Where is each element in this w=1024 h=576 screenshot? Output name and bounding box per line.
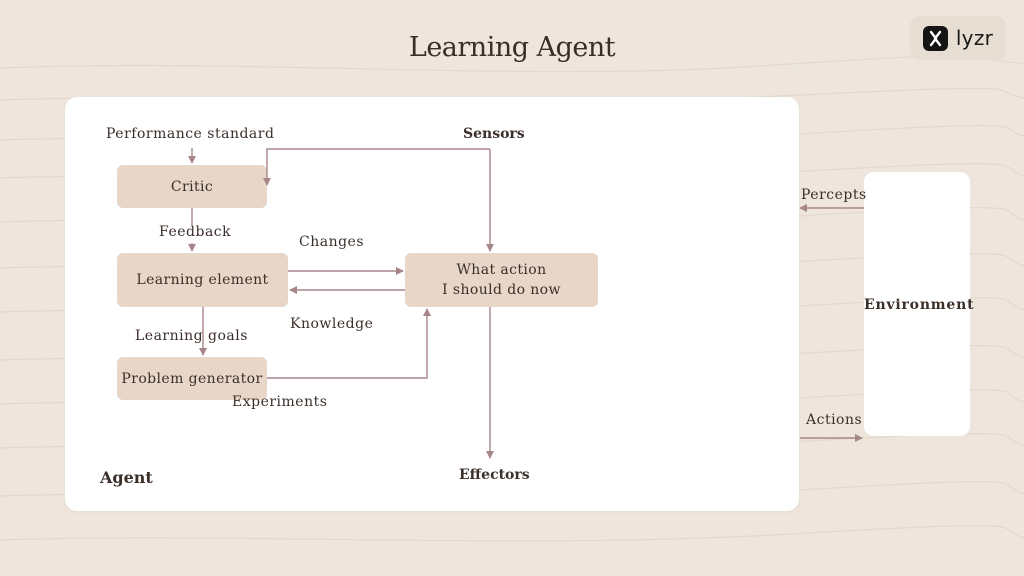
environment-panel [864,172,970,436]
what-action-box: What action I should do now [405,253,598,307]
changes-label: Changes [299,234,365,250]
experiments-label: Experiments [232,394,328,410]
agent-label: Agent [100,468,153,487]
knowledge-label: Knowledge [290,316,374,332]
feedback-label: Feedback [159,224,232,240]
actions-label: Actions [806,412,863,428]
learning-element-label: Learning element [136,272,269,288]
problem-generator-box: Problem generator [117,357,267,400]
percepts-label: Percepts [801,187,867,203]
sensors-label: Sensors [463,126,525,142]
learning-goals-label: Learning goals [135,328,248,344]
logo-text: lyzr [955,26,994,50]
environment-label: Environment [864,297,975,313]
lyzr-logo: lyzr [910,16,1006,60]
arrow-sensors-to-critic [263,148,490,186]
critic-box: Critic [117,165,267,208]
what-action-line1: What action [456,262,547,278]
learning-element-box: Learning element [117,253,288,307]
effectors-label: Effectors [459,467,530,483]
lyzr-logo-icon [922,25,948,51]
arrow-experiments [267,308,431,379]
page-title: Learning Agent [408,32,616,63]
what-action-line2: I should do now [442,282,561,298]
problem-generator-label: Problem generator [121,370,263,387]
performance-standard-label: Performance standard [106,126,275,142]
critic-label: Critic [170,178,214,195]
